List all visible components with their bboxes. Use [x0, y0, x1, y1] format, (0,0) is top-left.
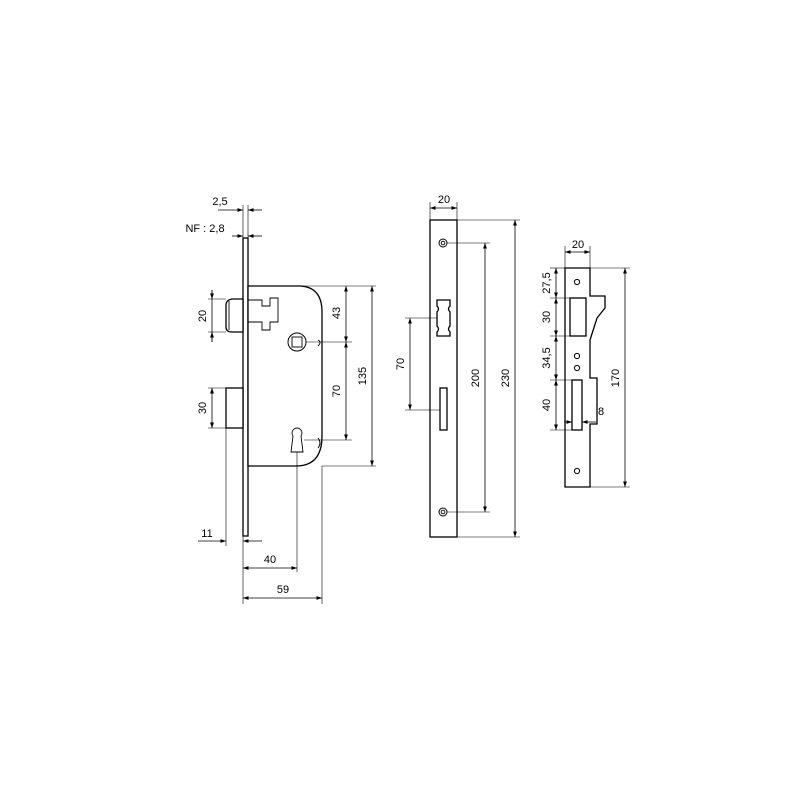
faceplate-screw-hole-bottom [438, 507, 448, 517]
lock-body-view: 2,5 NF : 2,8 20 30 43 70 135 11 40 59 [185, 196, 376, 604]
faceplate-outline [429, 219, 458, 538]
dim-strike-bolt-opening: 40 [541, 399, 553, 411]
dim-faceplate-width: 20 [438, 194, 450, 206]
faceplate-view: 20 70 200 230 [395, 194, 520, 538]
dead-bolt [225, 387, 244, 429]
keyhole [290, 427, 304, 453]
dim-strike-top-offset: 27,5 [541, 272, 553, 293]
dim-latch-height: 20 [197, 310, 209, 322]
dim-faceplate-hole-spacing: 200 [470, 369, 482, 387]
dim-strike-latch-opening: 30 [541, 311, 553, 323]
dim-case-depth: 59 [277, 584, 289, 596]
dim-faceplate-slot-spacing: 70 [395, 358, 407, 370]
dim-faceplate-thickness: 2,5 [212, 196, 227, 208]
faceplate-latch-slot [436, 299, 451, 337]
dim-case-height: 135 [357, 367, 369, 385]
follower-hub [287, 332, 307, 352]
strike-hole-bottom [573, 467, 581, 475]
dim-strike-length: 170 [610, 369, 622, 387]
dim-bolt-projection: 11 [201, 528, 212, 540]
dim-backset: 40 [264, 554, 276, 566]
strike-hole-mid-1 [573, 352, 581, 360]
strike-hole-top [573, 278, 581, 286]
spindle-square-hole [291, 336, 303, 348]
dim-follower-to-key: 70 [331, 385, 343, 397]
faceplate-screw-hole-top [438, 238, 448, 248]
dim-bolt-height: 30 [197, 402, 209, 414]
dim-faceplate-nf: NF : 2,8 [185, 223, 224, 235]
strike-plate-view: 20 27,5 30 34,5 40 8 170 [541, 239, 630, 488]
strike-hole-mid-2 [573, 364, 581, 372]
strike-latch-opening [569, 297, 587, 337]
dim-spindle-offset: 43 [331, 307, 343, 319]
lock-case [247, 285, 323, 467]
dim-strike-bolt-opening-width: 8 [598, 406, 604, 418]
dim-strike-opening-gap: 34,5 [541, 347, 553, 368]
dim-strike-width: 20 [572, 239, 584, 251]
latch-bolt [225, 298, 244, 333]
latch-lever [248, 297, 279, 331]
dim-faceplate-length: 230 [500, 369, 512, 387]
strike-bolt-opening [571, 379, 583, 431]
faceplate-bolt-slot [439, 387, 448, 431]
lock-faceplate [242, 237, 249, 537]
